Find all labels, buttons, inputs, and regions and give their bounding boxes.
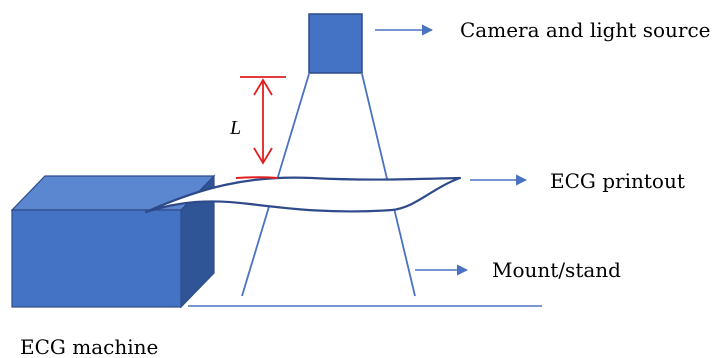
distance-dimension <box>240 76 286 165</box>
printout-measurement-mark <box>235 176 279 179</box>
camera-light-source <box>308 13 363 74</box>
ecg-machine-top-face <box>10 175 216 211</box>
distance-label: L <box>229 117 241 139</box>
ecg-machine-front-face <box>11 209 182 308</box>
dimension-arrowhead-up <box>253 78 273 96</box>
ecg-printout-strip <box>144 176 462 214</box>
machine-label: ECG machine <box>20 335 158 358</box>
camera-label: Camera and light source <box>460 18 711 42</box>
printout-label: ECG printout <box>550 169 685 193</box>
ecg-machine <box>10 174 216 309</box>
dimension-arrowhead-down <box>253 147 273 165</box>
mount-label: Mount/stand <box>492 258 621 282</box>
